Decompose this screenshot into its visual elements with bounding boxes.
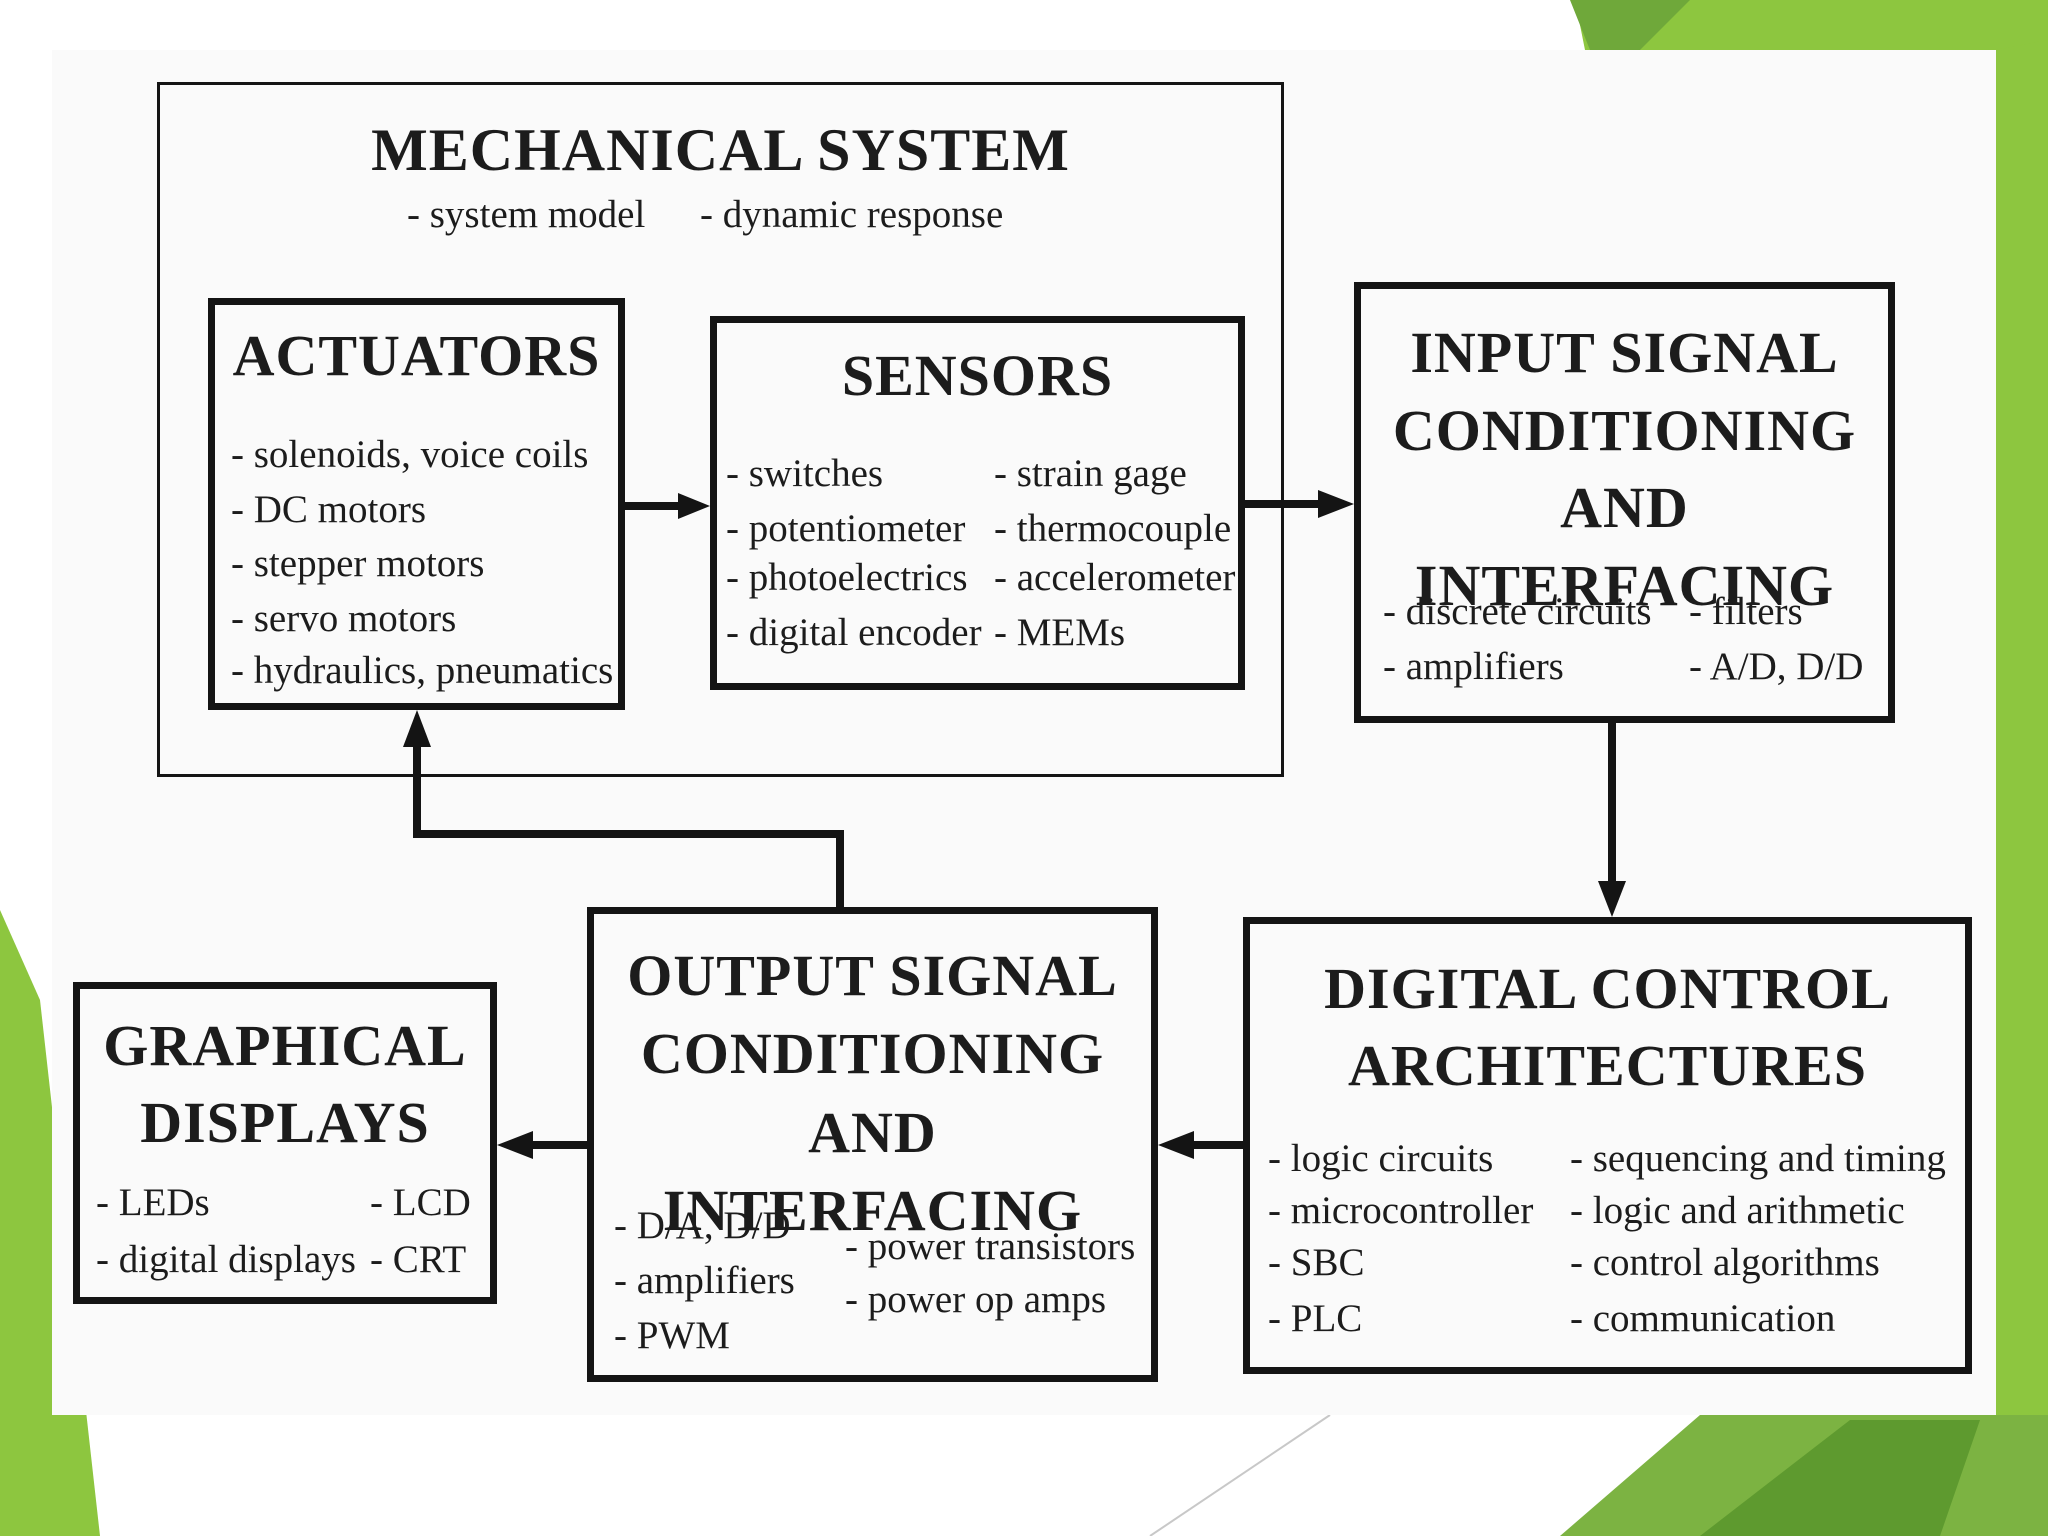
- graphical-displays-item: CRT: [370, 1238, 467, 1282]
- arrowhead-left: [497, 1131, 533, 1159]
- input-signal-item: filters: [1689, 590, 1803, 634]
- output-signal-title-line: CONDITIONING: [640, 1021, 1105, 1086]
- mechanical-system-item: dynamic response: [700, 193, 1004, 237]
- input-signal-title-line: INPUT SIGNAL: [1410, 320, 1839, 385]
- arrowhead-left: [1158, 1131, 1194, 1159]
- sensors-item: thermocouple: [994, 507, 1231, 551]
- mechanical-system-item: system model: [407, 193, 646, 237]
- digital-control-item: communication: [1570, 1297, 1836, 1341]
- input-signal-item: A/D, D/D: [1689, 645, 1864, 689]
- arrowhead-up: [403, 710, 431, 747]
- sensors-item: strain gage: [994, 452, 1187, 496]
- digital-control-item: microcontroller: [1268, 1189, 1534, 1233]
- input-signal-box: INPUT SIGNAL CONDITIONING AND INTERFACIN…: [1354, 282, 1895, 723]
- sensors-title: SENSORS: [841, 343, 1114, 408]
- sensors-item: digital encoder: [726, 611, 982, 655]
- sensors-item: accelerometer: [994, 556, 1236, 600]
- digital-control-item: control algorithms: [1570, 1241, 1880, 1285]
- arrowhead-right: [678, 493, 710, 519]
- digital-control-item: PLC: [1268, 1297, 1363, 1341]
- input-signal-title-line: CONDITIONING: [1392, 398, 1857, 463]
- green-shape-right: [1995, 40, 2048, 1536]
- digital-control-item: SBC: [1268, 1241, 1365, 1285]
- sensors-box: SENSORS switches potentiometer photoelec…: [710, 316, 1245, 690]
- arrowhead-right: [1318, 490, 1354, 518]
- digital-control-title-line: ARCHITECTURES: [1348, 1033, 1867, 1098]
- deco-thin-line: [1149, 1414, 1331, 1536]
- graphical-displays-box: GRAPHICAL DISPLAYS LEDs digital displays…: [73, 982, 497, 1304]
- digital-control-box: DIGITAL CONTROL ARCHITECTURES logic circ…: [1243, 917, 1972, 1374]
- arrowhead-down: [1598, 881, 1626, 917]
- output-signal-item: D/A, D/D: [614, 1204, 791, 1248]
- digital-control-item: sequencing and timing: [1570, 1137, 1946, 1181]
- output-signal-box: OUTPUT SIGNAL CONDITIONING AND INTERFACI…: [587, 907, 1158, 1382]
- mechanical-system-title: MECHANICAL SYSTEM: [371, 117, 1070, 183]
- sensors-item: photoelectrics: [726, 556, 968, 600]
- actuators-item: servo motors: [231, 597, 457, 641]
- input-signal-item: amplifiers: [1383, 645, 1564, 689]
- input-signal-item: discrete circuits: [1383, 590, 1652, 634]
- output-signal-item: PWM: [614, 1314, 730, 1358]
- actuators-item: solenoids, voice coils: [231, 433, 589, 477]
- actuators-item: DC motors: [231, 488, 426, 532]
- output-signal-item: power op amps: [845, 1278, 1106, 1322]
- digital-control-item: logic and arithmetic: [1570, 1189, 1905, 1233]
- output-signal-item: amplifiers: [614, 1259, 795, 1303]
- digital-control-item: logic circuits: [1268, 1137, 1494, 1181]
- graphical-displays-item: LCD: [370, 1181, 471, 1225]
- actuators-item: stepper motors: [231, 542, 485, 586]
- green-shape-top-right-dark: [1570, 0, 1690, 50]
- actuators-title: ACTUATORS: [232, 323, 601, 388]
- output-signal-item: power transistors: [845, 1225, 1136, 1269]
- sensors-item: MEMs: [994, 611, 1125, 655]
- graphical-displays-item: digital displays: [96, 1238, 356, 1282]
- sensors-item: potentiometer: [726, 507, 966, 551]
- actuators-item: hydraulics, pneumatics: [231, 649, 614, 693]
- arrow-output-to-actuators: [413, 745, 844, 907]
- actuators-box: ACTUATORS solenoids, voice coils DC moto…: [208, 298, 625, 710]
- green-shape-bottom-right-dark: [1700, 1420, 1980, 1536]
- graphical-displays-title-line: GRAPHICAL: [103, 1013, 467, 1078]
- output-signal-title-line: OUTPUT SIGNAL: [627, 943, 1118, 1008]
- green-shape-top-right: [1575, 0, 2048, 60]
- sensors-item: switches: [726, 452, 883, 496]
- graphical-displays-item: LEDs: [96, 1181, 210, 1225]
- digital-control-title-line: DIGITAL CONTROL: [1324, 956, 1891, 1021]
- graphical-displays-title-line: DISPLAYS: [140, 1090, 430, 1155]
